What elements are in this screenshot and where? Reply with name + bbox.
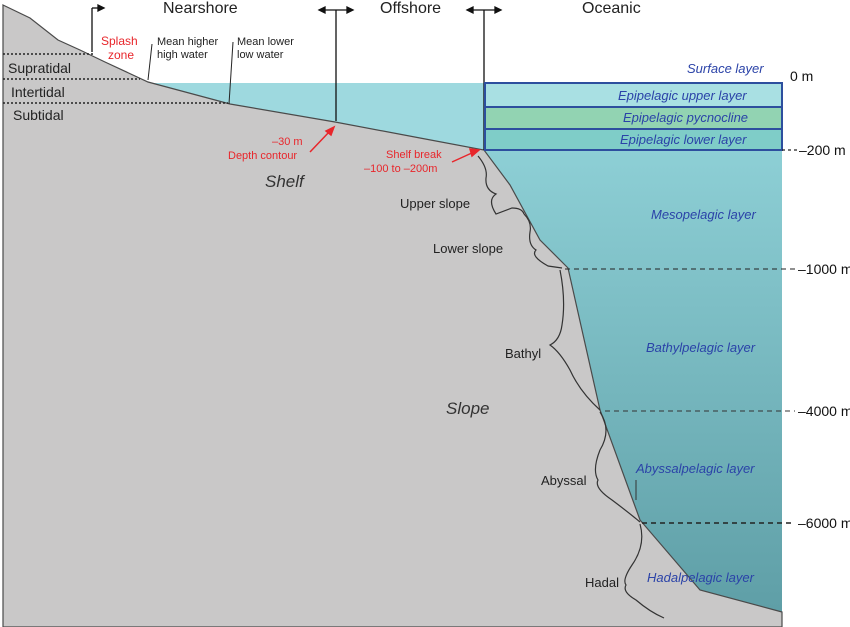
epipelagic-lower-box	[484, 128, 783, 151]
epipelagic-upper-label: Epipelagic upper layer	[618, 88, 747, 103]
surface-layer-label: Surface layer	[687, 61, 764, 76]
bathyl-label: Bathyl	[505, 346, 541, 361]
depth-label-4000: –4000 m	[798, 403, 850, 419]
zone-boundaries	[91, 3, 503, 150]
mesopelagic-label: Mesopelagic layer	[651, 207, 756, 222]
mllw-label-1: Mean lower	[237, 36, 294, 48]
slope-label: Slope	[446, 399, 489, 418]
epipelagic-pycnocline-label: Epipelagic pycnocline	[623, 110, 748, 125]
upper-slope-label: Upper slope	[400, 196, 470, 211]
supratidal-label: Supratidal	[8, 60, 71, 76]
mhhw-label-2: high water	[157, 49, 208, 61]
seafloor-land	[2, 4, 783, 627]
bathypelagic-label: Bathylpelagic layer	[646, 340, 756, 355]
abyssopelagic-label: Abyssalpelagic layer	[635, 461, 755, 476]
subtidal-label: Subtidal	[13, 107, 64, 123]
epipelagic-lower-label: Epipelagic lower layer	[620, 132, 747, 147]
hadopelagic-label: Hadalpelagic layer	[647, 570, 755, 585]
mllw-label-2: low water	[237, 49, 284, 61]
shelf-break-label-1: Shelf break	[386, 149, 442, 161]
slope-braces	[477, 155, 665, 619]
depth-label-0: 0 m	[790, 68, 813, 84]
shelf-break-label-2: –100 to –200m	[364, 163, 437, 175]
red-arrows	[309, 125, 481, 163]
offshore-label: Offshore	[380, 0, 441, 17]
oceanic-label: Oceanic	[582, 0, 641, 17]
mhhw-label-1: Mean higher	[157, 36, 218, 48]
depth-contour-label-1: –30 m	[272, 136, 303, 148]
depth-contour-label-2: Depth contour	[228, 150, 297, 162]
hadal-label: Hadal	[585, 575, 619, 590]
abyssal-label: Abyssal	[541, 473, 587, 488]
depth-label-200: –200 m	[799, 142, 846, 158]
splash-zone-label-2: zone	[108, 48, 134, 62]
lower-slope-label: Lower slope	[433, 241, 503, 256]
epipelagic-upper-box	[484, 82, 783, 108]
depth-label-6000: –6000 m	[798, 515, 850, 531]
depth-label-1000: –1000 m	[798, 261, 850, 277]
splash-zone-label-1: Splash	[101, 34, 138, 48]
intertidal-label: Intertidal	[11, 84, 65, 100]
nearshore-label: Nearshore	[163, 0, 238, 17]
mhhw-tick	[147, 43, 153, 81]
mllw-tick	[228, 41, 234, 105]
shelf-label: Shelf	[265, 172, 306, 191]
